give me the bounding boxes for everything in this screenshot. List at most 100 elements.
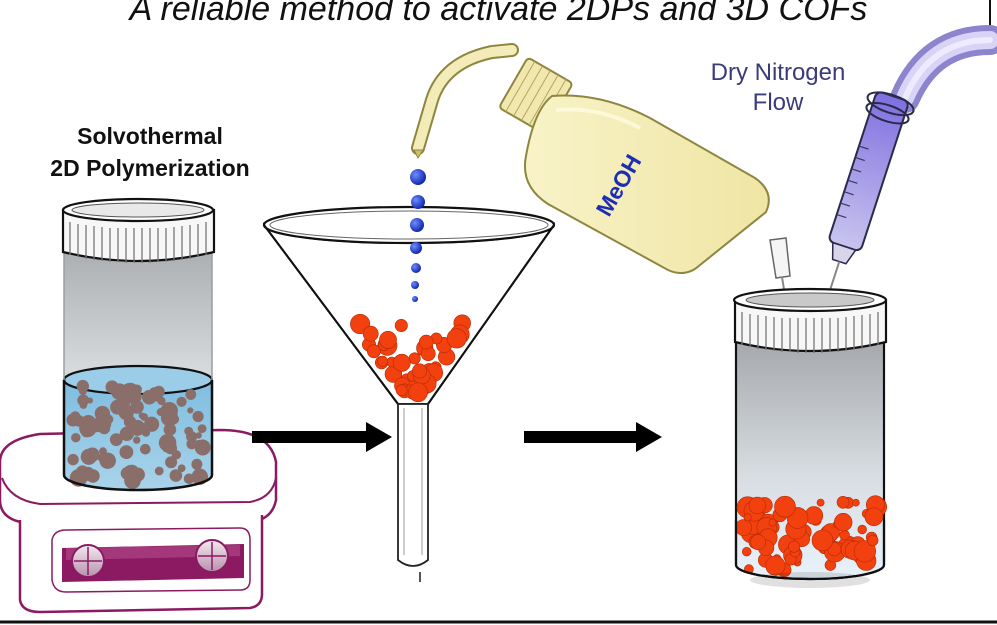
- orange-particle: [377, 355, 388, 367]
- brown-particle: [80, 415, 97, 431]
- orange-particle: [774, 495, 796, 518]
- orange-particle: [408, 352, 421, 365]
- solvothermal-label-line2: 2D Polymerization: [50, 155, 250, 181]
- orange-particle: [446, 328, 467, 349]
- orange-particle: [853, 540, 877, 563]
- brown-particle: [123, 415, 137, 428]
- nitrogen-label-line2: Flow: [752, 89, 804, 116]
- brown-particle: [121, 382, 139, 401]
- orange-particles-funnel: [350, 313, 471, 403]
- brown-particle: [165, 456, 178, 469]
- solvothermal-label: Solvothermal 2D Polymerization: [20, 120, 280, 184]
- orange-particle: [395, 384, 408, 397]
- vial-cap-open: [732, 287, 888, 353]
- wash-bottle-icon: [411, 43, 770, 275]
- orange-particle: [418, 334, 434, 350]
- brown-particle: [120, 467, 134, 480]
- orange-particle: [816, 498, 825, 507]
- orange-particle: [735, 519, 753, 537]
- methanol-drop: [411, 263, 421, 273]
- brown-particle: [71, 433, 81, 443]
- nitrogen-label-line1: Dry Nitrogen: [710, 59, 846, 86]
- brown-particle: [144, 416, 160, 432]
- hot-plate-knob-left: [71, 544, 105, 578]
- solvothermal-label-line1: Solvothermal: [77, 123, 223, 149]
- orange-particle: [362, 325, 379, 342]
- orange-particle: [836, 495, 850, 509]
- orange-particle: [741, 546, 752, 557]
- brown-particle: [185, 389, 197, 400]
- brown-particle: [171, 450, 181, 460]
- arrow-right-icon: [252, 422, 392, 452]
- funnel-icon: [262, 205, 556, 582]
- brown-particle: [133, 436, 141, 444]
- brown-particle: [86, 469, 100, 483]
- orange-particle: [852, 498, 860, 507]
- brown-particle: [163, 423, 177, 436]
- orange-particle: [750, 534, 766, 551]
- syringe-needle-icon: [769, 25, 997, 303]
- brown-particle: [192, 410, 204, 423]
- arrow-right-icon: [524, 422, 662, 452]
- orange-particle: [768, 518, 777, 527]
- brown-particle: [169, 469, 183, 482]
- brown-particle: [157, 396, 166, 406]
- orange-particle: [408, 382, 428, 403]
- methanol-drop: [411, 281, 419, 289]
- orange-particle: [857, 524, 867, 535]
- brown-particle: [130, 400, 144, 414]
- orange-particle: [839, 529, 850, 541]
- methanol-drop: [410, 218, 424, 232]
- brown-particle: [78, 386, 87, 395]
- methanol-drops: [410, 169, 426, 302]
- brown-particle: [142, 389, 157, 405]
- brown-particle: [119, 426, 135, 441]
- orange-particle: [743, 513, 752, 522]
- orange-particle: [411, 363, 427, 379]
- brown-particles: [66, 379, 211, 490]
- orange-particle: [748, 496, 767, 515]
- brown-particle: [80, 448, 97, 465]
- brown-particle: [103, 414, 114, 425]
- orange-particle: [833, 512, 853, 532]
- brown-particle: [160, 409, 179, 427]
- brown-particle: [197, 424, 207, 433]
- orange-particle: [864, 507, 884, 527]
- orange-particle: [867, 534, 879, 547]
- methanol-drop: [410, 242, 422, 254]
- vent-needle-icon: [769, 237, 791, 303]
- brown-particle: [97, 453, 108, 463]
- brown-particle: [79, 401, 88, 409]
- brown-particle: [140, 443, 151, 455]
- nitrogen-flow-label: Dry Nitrogen Flow: [678, 58, 878, 118]
- brown-particle: [138, 412, 145, 419]
- brown-particle: [119, 445, 134, 459]
- orange-particle: [366, 344, 381, 359]
- brown-particle: [193, 439, 204, 450]
- orange-particle: [811, 529, 834, 552]
- orange-particle: [392, 353, 411, 372]
- methanol-drop: [412, 296, 418, 302]
- orange-particle: [379, 330, 397, 349]
- drying-vial-icon: [732, 287, 888, 588]
- methanol-drop: [410, 169, 426, 185]
- orange-particle: [765, 555, 786, 576]
- brown-particle: [67, 453, 79, 466]
- orange-particles-vial: [735, 495, 888, 578]
- reaction-vial-icon: [61, 197, 216, 492]
- brown-particle: [154, 466, 164, 476]
- methanol-drop: [411, 195, 425, 209]
- brown-particle: [177, 464, 186, 473]
- figure-title: A reliable method to activate 2DPs and 3…: [129, 0, 868, 28]
- brown-particle: [191, 458, 203, 470]
- brown-particle: [112, 383, 119, 391]
- brown-particle: [195, 432, 202, 439]
- brown-particle: [98, 419, 105, 427]
- brown-particle: [110, 399, 125, 415]
- vial-cap: [61, 197, 216, 263]
- brown-particle: [183, 473, 195, 485]
- brown-particle: [158, 434, 177, 452]
- brown-particle: [176, 396, 187, 407]
